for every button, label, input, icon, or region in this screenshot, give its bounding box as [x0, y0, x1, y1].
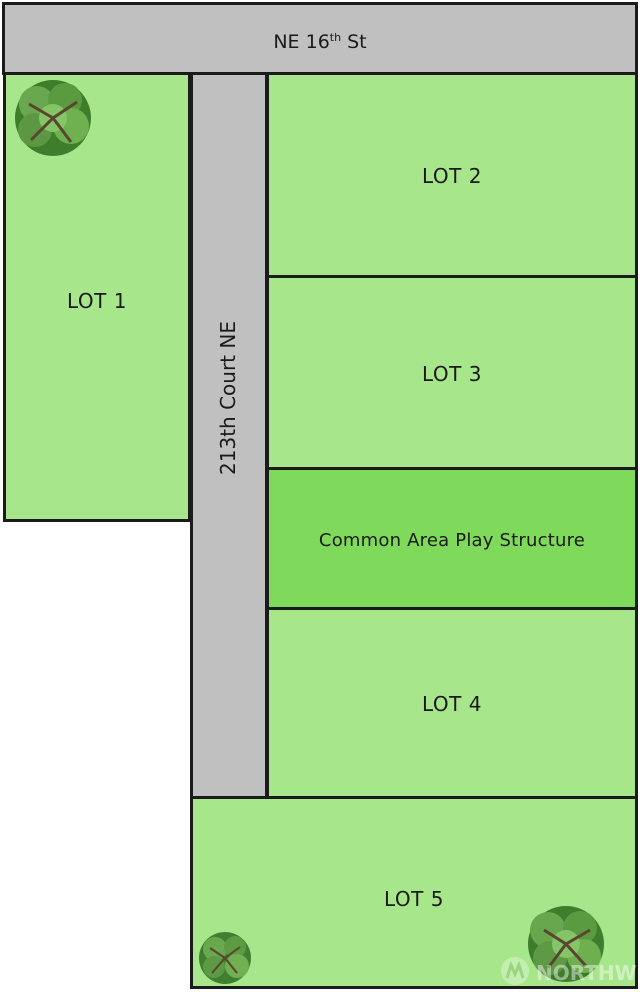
lot-5-label: LOT 5: [384, 887, 444, 911]
street-ne-16th-st: NE 16th St: [2, 2, 638, 75]
lot-4-label: LOT 4: [422, 692, 482, 716]
northwest-mls-watermark: NORTHW: [500, 955, 640, 991]
lot-1-label: LOT 1: [67, 289, 127, 313]
northwest-mls-logo-icon: [500, 956, 530, 991]
lot-3: LOT 3: [266, 275, 638, 470]
lot-2-label: LOT 2: [422, 164, 482, 188]
common-area-label: Common Area Play Structure: [318, 530, 586, 551]
tree-icon: [7, 74, 99, 162]
tree-icon: [520, 900, 612, 988]
watermark-text: NORTHW: [536, 961, 637, 985]
common-area-play-structure: Common Area Play Structure: [266, 467, 638, 610]
tree-icon: [194, 928, 256, 988]
street-ne-16th-st-label: NE 16th St: [273, 31, 367, 53]
road-213th-court-ne-label: 213th Court NE: [216, 321, 240, 475]
lot-3-label: LOT 3: [422, 362, 482, 386]
lot-4: LOT 4: [266, 607, 638, 799]
lot-2: LOT 2: [266, 72, 638, 278]
